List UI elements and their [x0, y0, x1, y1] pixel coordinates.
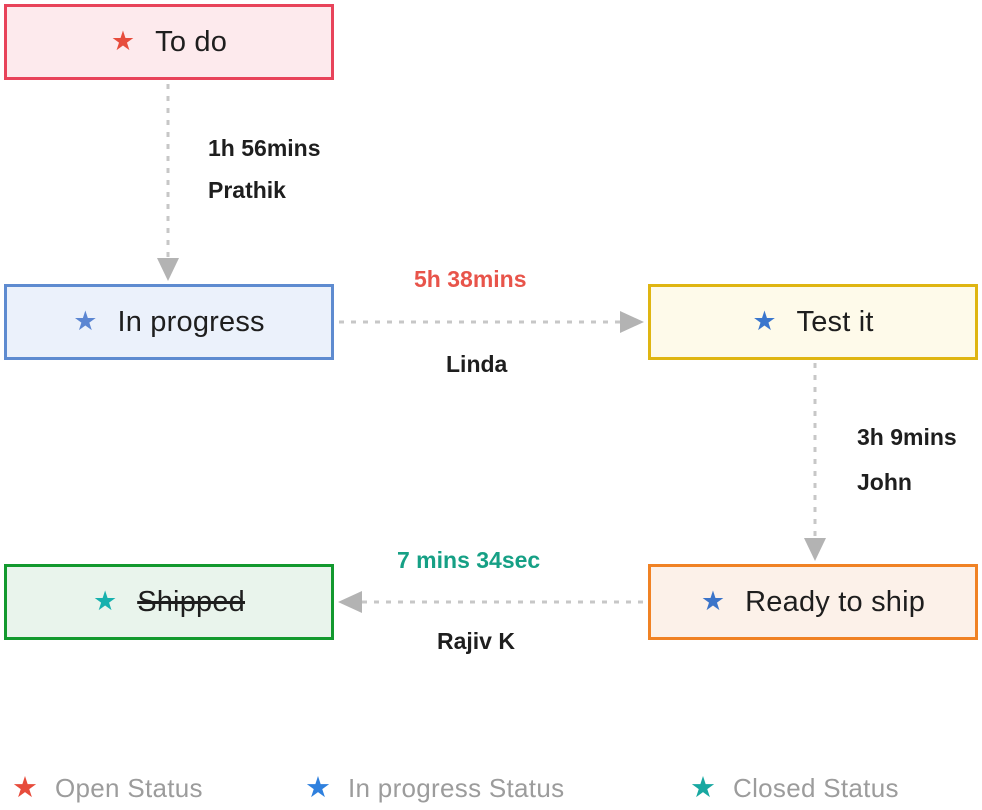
closed-status-star-icon: ★	[690, 771, 716, 804]
node-label: Shipped	[137, 585, 246, 618]
arrow-test-it-to-ready-to-ship	[804, 363, 826, 561]
legend-label: Open Status	[55, 772, 203, 803]
arrow-ready-to-ship-to-shipped	[338, 591, 643, 613]
legend-item-in-progress-status: ★ In progress Status	[305, 769, 564, 807]
node-to-do[interactable]: ★ To do	[4, 4, 334, 80]
arrow-in-progress-to-test-it	[339, 311, 644, 333]
in-progress-status-star-icon: ★	[73, 305, 98, 336]
in-progress-status-star-icon: ★	[700, 585, 726, 616]
node-label: Ready to ship	[745, 585, 926, 618]
open-status-star-icon: ★	[12, 771, 38, 804]
edge-duration-todo-in-progress: 1h 56mins	[208, 135, 321, 161]
node-test-it[interactable]: ★ Test it	[648, 284, 978, 360]
legend-label: Closed Status	[733, 772, 899, 803]
node-label: Test it	[796, 305, 874, 338]
node-shipped[interactable]: ★ Shipped	[4, 564, 334, 640]
edge-duration-test-it-ready-to-ship: 3h 9mins	[857, 424, 957, 450]
edge-assignee-todo-in-progress: Prathik	[208, 177, 286, 203]
node-label: To do	[155, 25, 228, 58]
legend-item-closed-status: ★ Closed Status	[690, 769, 899, 807]
node-in-progress[interactable]: ★ In progress	[4, 284, 334, 360]
in-progress-status-star-icon: ★	[305, 771, 331, 804]
arrow-todo-to-in-progress	[157, 84, 179, 281]
legend-item-open-status: ★ Open Status	[12, 769, 203, 807]
node-label: In progress	[117, 305, 265, 338]
closed-status-star-icon: ★	[92, 585, 118, 616]
edge-assignee-test-it-ready-to-ship: John	[857, 469, 912, 495]
edge-assignee-ready-to-ship-shipped: Rajiv K	[437, 628, 515, 654]
edge-duration-in-progress-test-it: 5h 38mins	[414, 266, 527, 292]
edge-duration-ready-to-ship-shipped: 7 mins 34sec	[397, 547, 541, 573]
open-status-star-icon: ★	[110, 25, 136, 56]
in-progress-status-star-icon: ★	[752, 305, 777, 336]
legend-label: In progress Status	[348, 772, 565, 803]
node-ready-to-ship[interactable]: ★ Ready to ship	[648, 564, 978, 640]
edge-assignee-in-progress-test-it: Linda	[446, 351, 508, 377]
